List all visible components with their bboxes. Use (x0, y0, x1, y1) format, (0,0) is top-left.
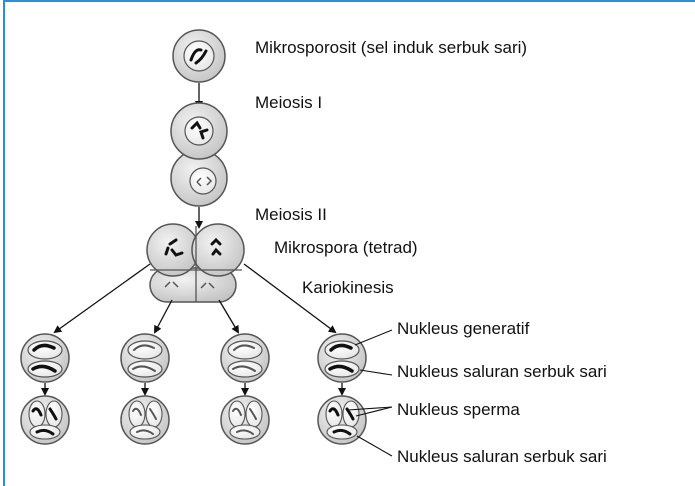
pollen-column-1 (20, 333, 70, 445)
diagram-frame (3, 0, 695, 486)
label-nukleus-saluran-2: Nukleus saluran serbuk sari (397, 447, 607, 466)
label-mikrosporosit: Mikrosporosit (sel induk serbuk sari) (255, 38, 528, 57)
mikrosporosit-cell (172, 29, 226, 83)
label-kariokinesis: Kariokinesis (302, 278, 394, 297)
dyad-cell (170, 102, 228, 207)
label-mikrospora: Mikrospora (tetrad) (274, 238, 418, 257)
pollen-column-3 (220, 333, 270, 445)
label-meiosis-2: Meiosis II (255, 205, 327, 224)
leader-lines (347, 329, 393, 457)
label-nukleus-generatif: Nukleus generatif (397, 319, 530, 338)
label-nukleus-saluran-1: Nukleus saluran serbuk sari (397, 362, 607, 381)
label-nukleus-sperma: Nukleus sperma (397, 400, 520, 419)
tetrad-cell (146, 223, 245, 303)
label-meiosis-1: Meiosis I (255, 93, 323, 112)
pollen-column-2 (120, 333, 170, 445)
pollen-column-4 (317, 333, 367, 445)
fanout-arrows (53, 263, 337, 334)
